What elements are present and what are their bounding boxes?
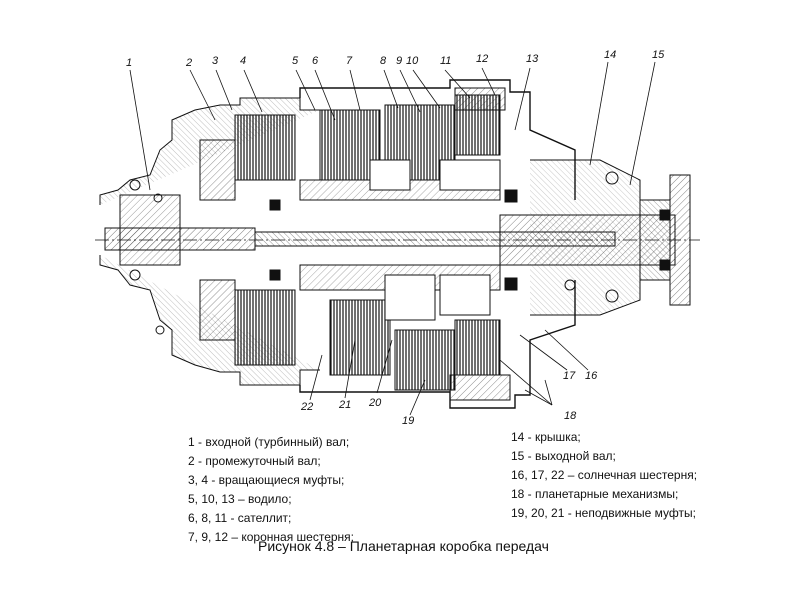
- callout-21: 21: [339, 399, 352, 411]
- callout-13: 13: [526, 53, 539, 65]
- callout-16: 16: [585, 370, 598, 382]
- clutch-pack-lower: [234, 289, 296, 366]
- legend-item: 19, 20, 21 - неподвижные муфты;: [511, 506, 696, 520]
- legend-item: 3, 4 - вращающиеся муфты;: [188, 473, 345, 487]
- gearbox-cross-section-drawing: [95, 61, 700, 416]
- callout-14: 14: [604, 49, 617, 61]
- outer-casing-bottom: [299, 280, 576, 409]
- legend-item: 7, 9, 12 – коронная шестерня;: [188, 530, 355, 544]
- callout-5: 5: [292, 55, 299, 67]
- callout-20: 20: [369, 397, 382, 409]
- output-flange: [669, 174, 691, 306]
- callout-6: 6: [312, 55, 319, 67]
- input-shaft: [104, 227, 256, 251]
- legend-item: 16, 17, 22 – солнечная шестерня;: [511, 468, 698, 482]
- callout-22: 22: [301, 401, 314, 413]
- legend-item: 18 - планетарные механизмы;: [511, 487, 679, 501]
- legend-item: 1 - входной (турбинный) вал;: [188, 435, 350, 449]
- callout-7: 7: [346, 55, 353, 67]
- cover: [530, 159, 641, 316]
- callout-4: 4: [240, 55, 247, 67]
- planetary-lower-3: [454, 319, 501, 376]
- callout-1: 1: [126, 57, 133, 69]
- legend-left: 1 - входной (турбинный) вал; 2 - промежу…: [188, 433, 354, 547]
- callout-9: 9: [396, 55, 403, 67]
- callout-2: 2: [186, 57, 193, 69]
- callout-10: 10: [406, 55, 419, 67]
- legend-item: 6, 8, 11 - сателлит;: [188, 511, 292, 525]
- legend-item: 15 - выходной вал;: [511, 449, 616, 463]
- outer-casing-top: [299, 79, 576, 200]
- legend-item: 14 - крышка;: [511, 430, 581, 444]
- figure-caption: Рисунок 4.8 – Планетарная коробка переда…: [258, 538, 549, 554]
- legend-right: 14 - крышка; 15 - выходной вал; 16, 17, …: [511, 428, 697, 523]
- callout-17: 17: [563, 370, 576, 382]
- callout-3: 3: [212, 55, 219, 67]
- callout-19: 19: [402, 415, 415, 427]
- callout-12: 12: [476, 53, 489, 65]
- callout-18: 18: [564, 410, 577, 422]
- callout-11: 11: [440, 55, 452, 67]
- clutch-pack-upper: [234, 114, 296, 181]
- legend-item: 5, 10, 13 – водило;: [188, 492, 292, 506]
- callout-8: 8: [380, 55, 387, 67]
- legend-item: 2 - промежуточный вал;: [188, 454, 321, 468]
- callout-15: 15: [652, 49, 665, 61]
- planetary-lower-1: [329, 299, 391, 376]
